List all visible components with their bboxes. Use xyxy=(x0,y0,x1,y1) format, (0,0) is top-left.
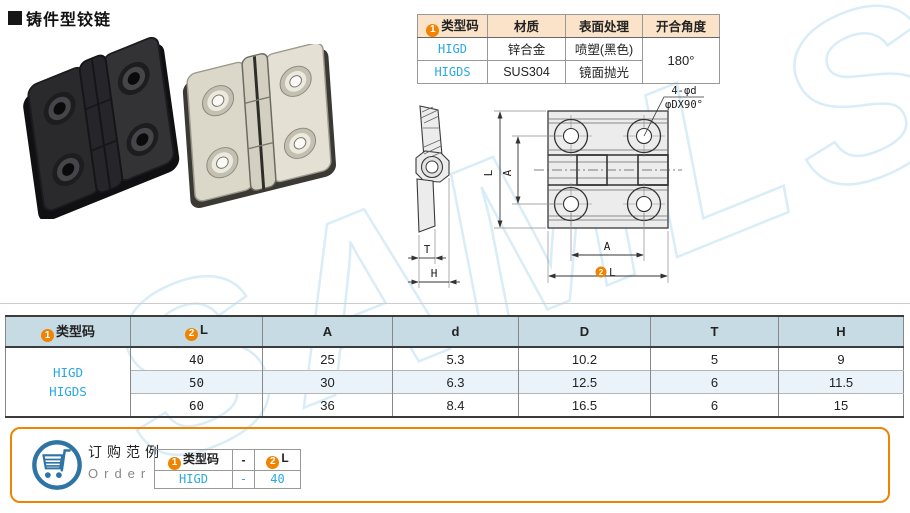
cell-H: 9 xyxy=(778,346,904,371)
spec-row-higd: HIGD 锌合金 喷塑(黑色) 180° xyxy=(417,36,720,84)
spec-col-finish: 表面处理 xyxy=(565,14,643,38)
spec-finish: 喷塑(黑色) xyxy=(565,36,643,61)
type-code: HIGD xyxy=(52,364,84,380)
hatching xyxy=(420,106,443,160)
spec-col-material: 材质 xyxy=(487,14,566,38)
cell-L: 50 xyxy=(130,370,263,394)
dimension-lines xyxy=(497,96,704,279)
spec-row-higds: HIGDS SUS304 镜面抛光 xyxy=(417,59,720,84)
dim-col-H: H xyxy=(778,316,904,348)
spec-code: HIGD xyxy=(417,36,488,61)
cell-A: 30 xyxy=(262,370,393,394)
cell-T: 6 xyxy=(650,370,779,394)
cell-T: 6 xyxy=(650,393,779,417)
dim-col-D: D xyxy=(518,316,651,348)
hinge-holes xyxy=(43,61,159,187)
order-title-en: Order xyxy=(88,466,152,481)
order-labels: 订购范例 Order xyxy=(88,442,164,481)
dim-row-60: 60 36 8.4 16.5 6 15 xyxy=(6,393,904,417)
spec-finish: 镜面抛光 xyxy=(565,59,643,84)
hinge-holes xyxy=(201,65,317,179)
product-photo-steel-hinge xyxy=(182,44,337,209)
spec-code: HIGDS xyxy=(417,59,488,84)
spec-col-angle: 开合角度 xyxy=(642,14,720,38)
dim-label-L-bottom: L xyxy=(609,266,616,279)
title-square-marker xyxy=(8,11,22,25)
cell-H: 15 xyxy=(778,393,904,417)
dim-label-T: T xyxy=(424,243,431,256)
cell-d: 8.4 xyxy=(392,393,519,417)
order-col-dash: - xyxy=(232,449,255,471)
cell-L: 40 xyxy=(130,346,263,371)
dim-col-d: d xyxy=(392,316,519,348)
page-title: 铸件型铰链 xyxy=(8,6,111,30)
badge-2-number: 2 xyxy=(599,268,604,277)
cell-A: 36 xyxy=(262,393,393,417)
drawing-front-view: L A A 2 L 4-φd φDX90° xyxy=(482,85,704,283)
dim-col-A: A xyxy=(262,316,393,348)
cell-A: 25 xyxy=(262,346,393,371)
dim-label-A-left: A xyxy=(501,169,514,176)
section-divider xyxy=(0,303,910,304)
badge-2-icon: 2 xyxy=(266,455,280,469)
dim-label-A-bottom: A xyxy=(604,240,611,253)
badge-2-icon: 2 xyxy=(185,327,199,341)
mounting-holes xyxy=(550,115,665,225)
cell-D: 16.5 xyxy=(518,393,651,417)
cell-D: 10.2 xyxy=(518,346,651,371)
order-value-row: HIGD - 40 xyxy=(154,469,301,489)
badge-1-icon: 1 xyxy=(426,23,440,37)
cell-H: 11.5 xyxy=(778,370,904,394)
dim-label-H: H xyxy=(431,267,438,280)
order-title-cn: 订购范例 xyxy=(88,444,164,460)
cell-T: 5 xyxy=(650,346,779,371)
dim-col-T: T xyxy=(650,316,779,348)
spec-angle-value: 180° xyxy=(642,36,720,84)
badge-1-icon: 1 xyxy=(40,329,54,343)
order-value-L: 40 xyxy=(254,469,301,489)
spec-material: SUS304 xyxy=(487,59,566,84)
cell-L: 60 xyxy=(130,393,263,417)
order-value-dash: - xyxy=(232,469,255,489)
badge-2-icon xyxy=(595,266,607,278)
badge-1-icon: 1 xyxy=(167,456,181,470)
dim-label-L-left: L xyxy=(482,169,495,176)
cell-d: 5.3 xyxy=(392,346,519,371)
dim-row-50: 50 30 6.3 12.5 6 11.5 xyxy=(6,370,904,394)
type-codes-cell: HIGD HIGDS xyxy=(5,347,131,417)
type-code: HIGDS xyxy=(49,384,87,399)
dim-row-40: HIGD HIGDS 40 25 5.3 10.2 5 9 xyxy=(5,346,904,417)
order-value-code: HIGD xyxy=(154,469,233,489)
cell-d: 6.3 xyxy=(392,370,519,394)
shopping-cart-icon xyxy=(32,440,82,490)
callout-hole-count: 4-φd xyxy=(671,85,696,97)
spec-material: 锌合金 xyxy=(487,36,566,61)
cell-D: 12.5 xyxy=(518,370,651,394)
product-photo-black-hinge xyxy=(23,36,180,219)
extension-lines xyxy=(494,110,669,283)
drawing-side-view: T H xyxy=(408,105,460,288)
callout-countersink: φDX90° xyxy=(665,99,703,111)
page-title-text: 铸件型铰链 xyxy=(26,12,112,29)
